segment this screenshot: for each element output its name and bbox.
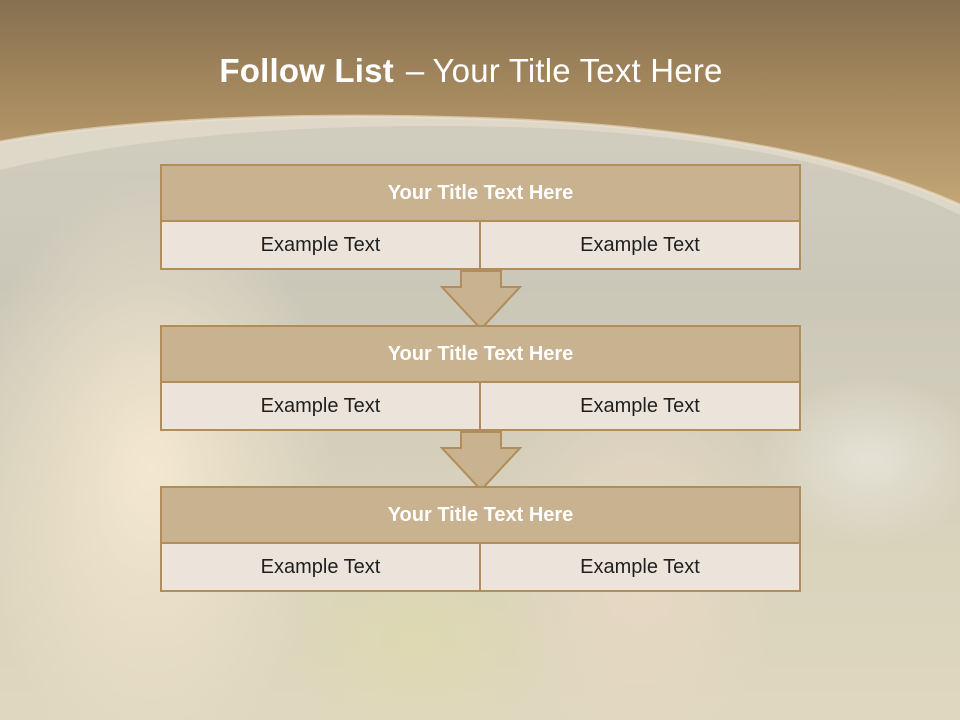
block-cell-right: Example Text [479, 542, 801, 592]
down-arrow-icon [440, 270, 522, 331]
down-arrow-icon [440, 431, 522, 492]
slide-title-rest: Your Title Text Here [432, 52, 723, 89]
slide-title-dash: – [405, 52, 425, 89]
block-title: Your Title Text Here [160, 164, 801, 222]
block-cell-right: Example Text [479, 381, 801, 431]
block-cell-right: Example Text [479, 220, 801, 270]
slide-title-bold: Follow List [219, 52, 394, 89]
slide-title: Follow List–Your Title Text Here [0, 52, 942, 90]
block-cell-left: Example Text [160, 542, 481, 592]
header-band [0, 0, 960, 215]
block-title: Your Title Text Here [160, 325, 801, 383]
block-title: Your Title Text Here [160, 486, 801, 544]
block-cell-left: Example Text [160, 220, 481, 270]
block-cell-left: Example Text [160, 381, 481, 431]
